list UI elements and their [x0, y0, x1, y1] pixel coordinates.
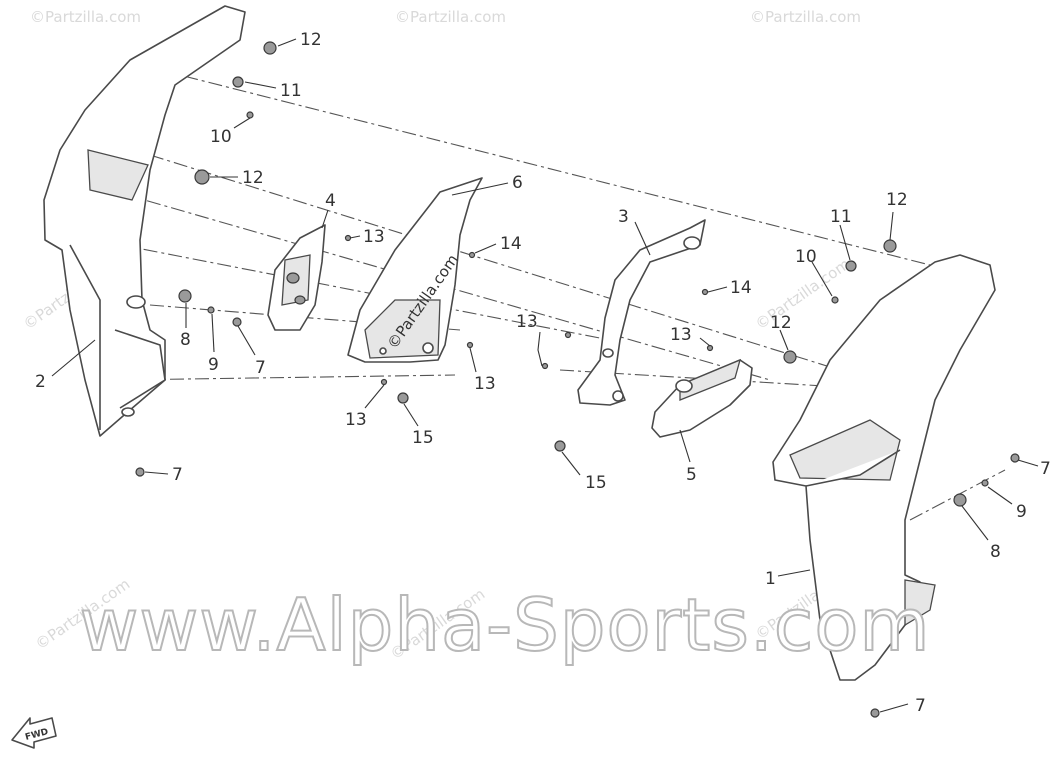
callout-13: 13 — [363, 227, 385, 247]
callout-7: 7 — [255, 358, 266, 378]
nut-12-right — [783, 350, 797, 364]
collar-9-left — [207, 306, 215, 314]
repeat-watermark: ©Partzilla.com — [395, 8, 506, 26]
bolt-7-bottom-right — [870, 708, 880, 718]
callout-14: 14 — [500, 234, 522, 254]
forward-arrow: FWD — [11, 717, 57, 749]
bolt-7-bottom-left — [135, 467, 145, 477]
callout-7: 7 — [915, 696, 926, 716]
callout-15: 15 — [412, 428, 434, 448]
screw-14-b — [701, 288, 709, 296]
callout-13: 13 — [670, 325, 692, 345]
callout-8: 8 — [990, 542, 1001, 562]
callout-3: 3 — [618, 207, 629, 227]
bushing-11-right — [845, 260, 857, 272]
screw-13-b — [466, 341, 474, 349]
grommet-8-left — [178, 289, 192, 303]
callout-5: 5 — [686, 465, 697, 485]
nut-12-top — [263, 41, 277, 55]
part-2-left-side-panel — [43, 5, 246, 437]
screw-14-a — [468, 251, 476, 259]
callout-10: 10 — [795, 247, 817, 267]
callout-11: 11 — [280, 81, 302, 101]
part-1-right-side-panel — [772, 254, 996, 681]
callout-7: 7 — [172, 465, 183, 485]
callout-14: 14 — [730, 278, 752, 298]
screw-13-a — [344, 234, 352, 242]
callout-1: 1 — [765, 569, 776, 589]
nut-12-left — [194, 169, 210, 185]
repeat-watermark: ©Partzilla.com — [750, 8, 861, 26]
leader-lines — [51, 38, 1039, 713]
callout-13: 13 — [516, 312, 538, 332]
callout-6: 6 — [512, 173, 523, 193]
grommet-8-right — [953, 493, 967, 507]
clip-10-top — [246, 111, 254, 119]
nut-15-left — [397, 392, 409, 404]
main-watermark: www.Alpha-Sports.com — [79, 583, 930, 667]
part-5-small-cover — [651, 358, 753, 438]
screw-13-e — [541, 362, 549, 370]
nut-15-right — [554, 440, 566, 452]
callout-12: 12 — [770, 313, 792, 333]
callout-12: 12 — [242, 168, 264, 188]
callout-4: 4 — [325, 191, 336, 211]
callout-8: 8 — [180, 330, 191, 350]
repeat-watermark: ©Partzilla.com — [30, 8, 141, 26]
callout-13: 13 — [345, 410, 367, 430]
part-6-left-inner-panel — [347, 177, 483, 363]
screw-13-c — [380, 378, 388, 386]
callout-15: 15 — [585, 473, 607, 493]
callout-10: 10 — [210, 127, 232, 147]
callout-2: 2 — [35, 372, 46, 392]
callout-12: 12 — [886, 190, 908, 210]
bushing-11-top — [232, 76, 244, 88]
bolt-7-right — [1010, 453, 1020, 463]
callout-11: 11 — [830, 207, 852, 227]
collar-9-right — [981, 479, 989, 487]
screw-13-f — [706, 344, 714, 352]
callout-9: 9 — [1016, 502, 1027, 522]
nut-12-right-top — [883, 239, 897, 253]
callout-9: 9 — [208, 355, 219, 375]
part-3-right-inner-bracket — [577, 219, 706, 406]
callout-13: 13 — [474, 374, 496, 394]
bolt-7-left — [232, 317, 242, 327]
callout-12: 12 — [300, 30, 322, 50]
callout-labels: 12 11 10 12 6 4 13 14 8 9 7 2 7 13 13 15… — [35, 30, 1051, 716]
screw-13-d — [564, 331, 572, 339]
part-4-left-bracket — [267, 224, 326, 331]
clip-10-right — [831, 296, 839, 304]
callout-7: 7 — [1040, 459, 1051, 479]
